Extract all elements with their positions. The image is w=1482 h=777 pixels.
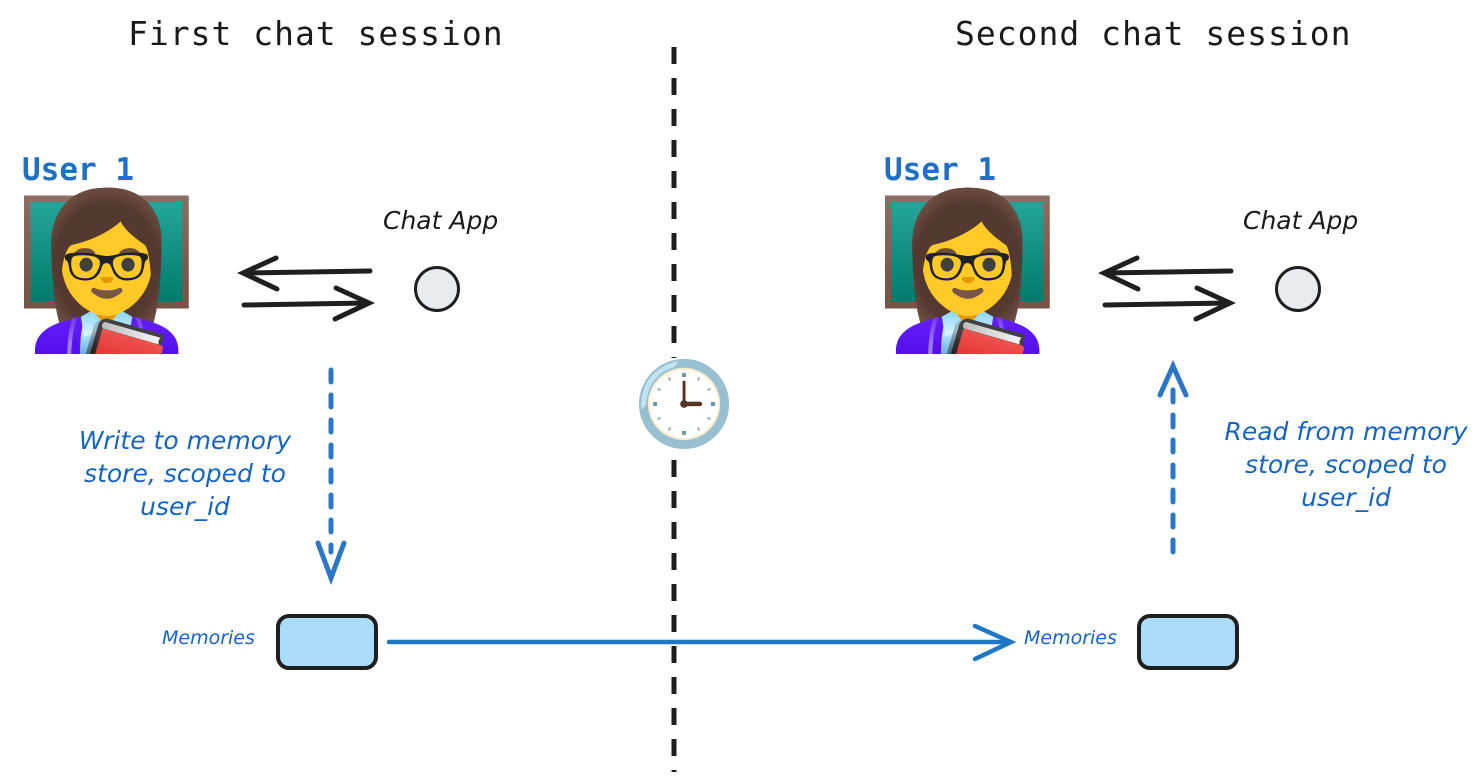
- right-user-label: User 1: [884, 152, 996, 188]
- memory-persistence-arrow: [386, 623, 1017, 662]
- left-chat-app-node-icon: [414, 266, 460, 312]
- left-memories-box: [276, 614, 378, 670]
- left-chat-app-label: Chat App: [383, 206, 499, 235]
- right-exchange-arrow-left: [1098, 255, 1234, 292]
- left-user-label: User 1: [22, 152, 134, 188]
- left-exchange-arrow-left: [237, 255, 373, 292]
- left-exchange-arrow-right: [241, 285, 375, 322]
- second-session-title: Second chat session: [955, 14, 1352, 53]
- right-chat-app-node-icon: [1275, 266, 1321, 312]
- write-to-memory-note: Write to memory store, scoped to user_id: [78, 426, 292, 521]
- clock-icon: 🕒: [633, 357, 736, 452]
- left-memories-label: Memories: [162, 627, 255, 649]
- right-memories-label: Memories: [1024, 627, 1117, 649]
- woman-teacher-icon: 👩‍🏫: [13, 185, 200, 359]
- right-memories-box: [1137, 614, 1239, 670]
- woman-teacher-icon: 👩‍🏫: [874, 185, 1061, 359]
- read-from-memory-note: Read from memory store, scoped to user_i…: [1224, 417, 1468, 512]
- right-chat-app-label: Chat App: [1243, 206, 1359, 235]
- read-from-memory-arrow: [1157, 359, 1189, 555]
- first-session-title: First chat session: [128, 14, 504, 53]
- right-exchange-arrow-right: [1102, 285, 1236, 322]
